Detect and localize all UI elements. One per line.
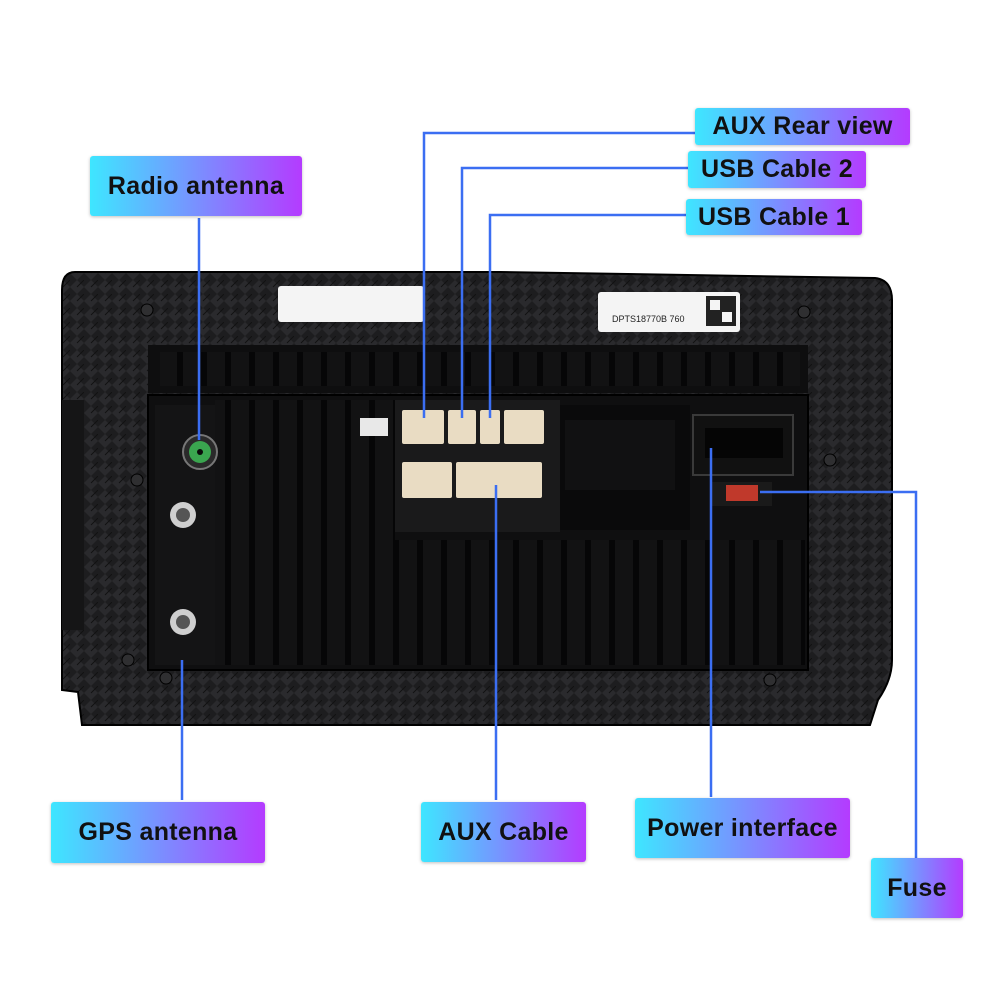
upper-connector-row xyxy=(402,410,544,444)
mounting-screws xyxy=(121,303,837,687)
usb-cable-1-label: USB Cable 1 xyxy=(686,199,862,235)
radio-antenna-port xyxy=(182,434,218,470)
usb-cable-2-label: USB Cable 2 xyxy=(688,151,866,188)
aux-cable-label: AUX Cable xyxy=(421,802,586,862)
left-bracket xyxy=(62,400,84,630)
sticker-serial-text: DPTS18770B 760 xyxy=(612,314,685,324)
leader-usb-cable-2 xyxy=(460,166,690,418)
leader-lines xyxy=(180,131,918,858)
fuse-label: Fuse xyxy=(871,858,963,918)
leader-aux-rear-view xyxy=(422,131,697,418)
small-connector xyxy=(360,418,388,436)
chinese-sticker xyxy=(278,286,424,322)
fuse-holder xyxy=(712,482,772,506)
leader-fuse xyxy=(760,490,918,858)
gps-antenna-label: GPS antenna xyxy=(51,802,265,863)
leader-usb-cable-1 xyxy=(488,213,688,418)
lower-heatsink xyxy=(215,540,805,665)
aux-antenna-port xyxy=(170,609,196,635)
qr-sticker xyxy=(598,292,740,332)
power-interface-label: Power interface xyxy=(635,798,850,858)
radio-antenna-label: Radio antenna xyxy=(90,156,302,216)
aux-connector-row xyxy=(402,462,542,498)
aux-rear-view-label: AUX Rear view xyxy=(695,108,910,145)
gps-antenna-port xyxy=(170,502,196,528)
power-connector xyxy=(692,414,794,476)
